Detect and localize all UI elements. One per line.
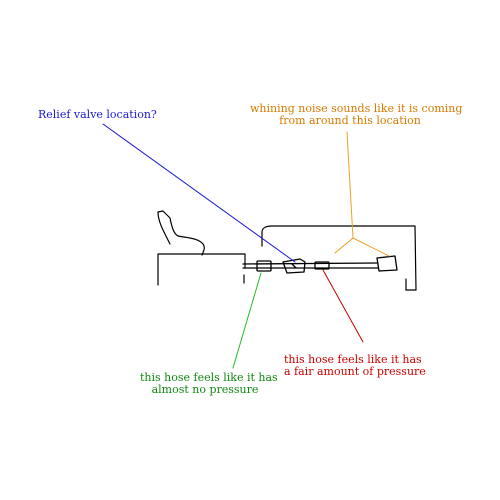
whining-noise-label: whining noise sounds like it is coming f…: [250, 102, 463, 127]
hose-line-upper: [242, 262, 379, 265]
fair-pressure-label: this hose feels like it has a fair amoun…: [284, 353, 426, 378]
pump-body: [376, 255, 398, 272]
relief-valve-label: Relief valve location?: [38, 108, 157, 121]
no-pressure-label-line-2: almost no pressure: [151, 383, 259, 396]
hose-clamp-left: [256, 260, 272, 272]
no-pressure-label: this hose feels like it has almost no pr…: [140, 371, 278, 396]
body-outline: [261, 225, 417, 291]
no-pressure-leader: [232, 272, 262, 369]
valve-mark: [291, 263, 297, 269]
no-pressure-label-line-1: this hose feels like it has: [140, 371, 278, 384]
seat-outline: [157, 210, 205, 256]
whining-noise-label-line-2: from around this location: [279, 114, 421, 127]
relief-valve-leader: [102, 123, 296, 263]
whining-noise-leader: [334, 131, 390, 257]
valve-body: [282, 258, 306, 274]
whining-noise-label-line-1: whining noise sounds like it is coming: [250, 102, 463, 115]
fair-pressure-label-line-2: a fair amount of pressure: [284, 365, 426, 378]
seat-base: [157, 253, 246, 286]
fair-pressure-leader: [322, 269, 364, 343]
hose-clamp-right: [314, 261, 330, 270]
fair-pressure-label-line-1: this hose feels like it has: [284, 353, 422, 366]
